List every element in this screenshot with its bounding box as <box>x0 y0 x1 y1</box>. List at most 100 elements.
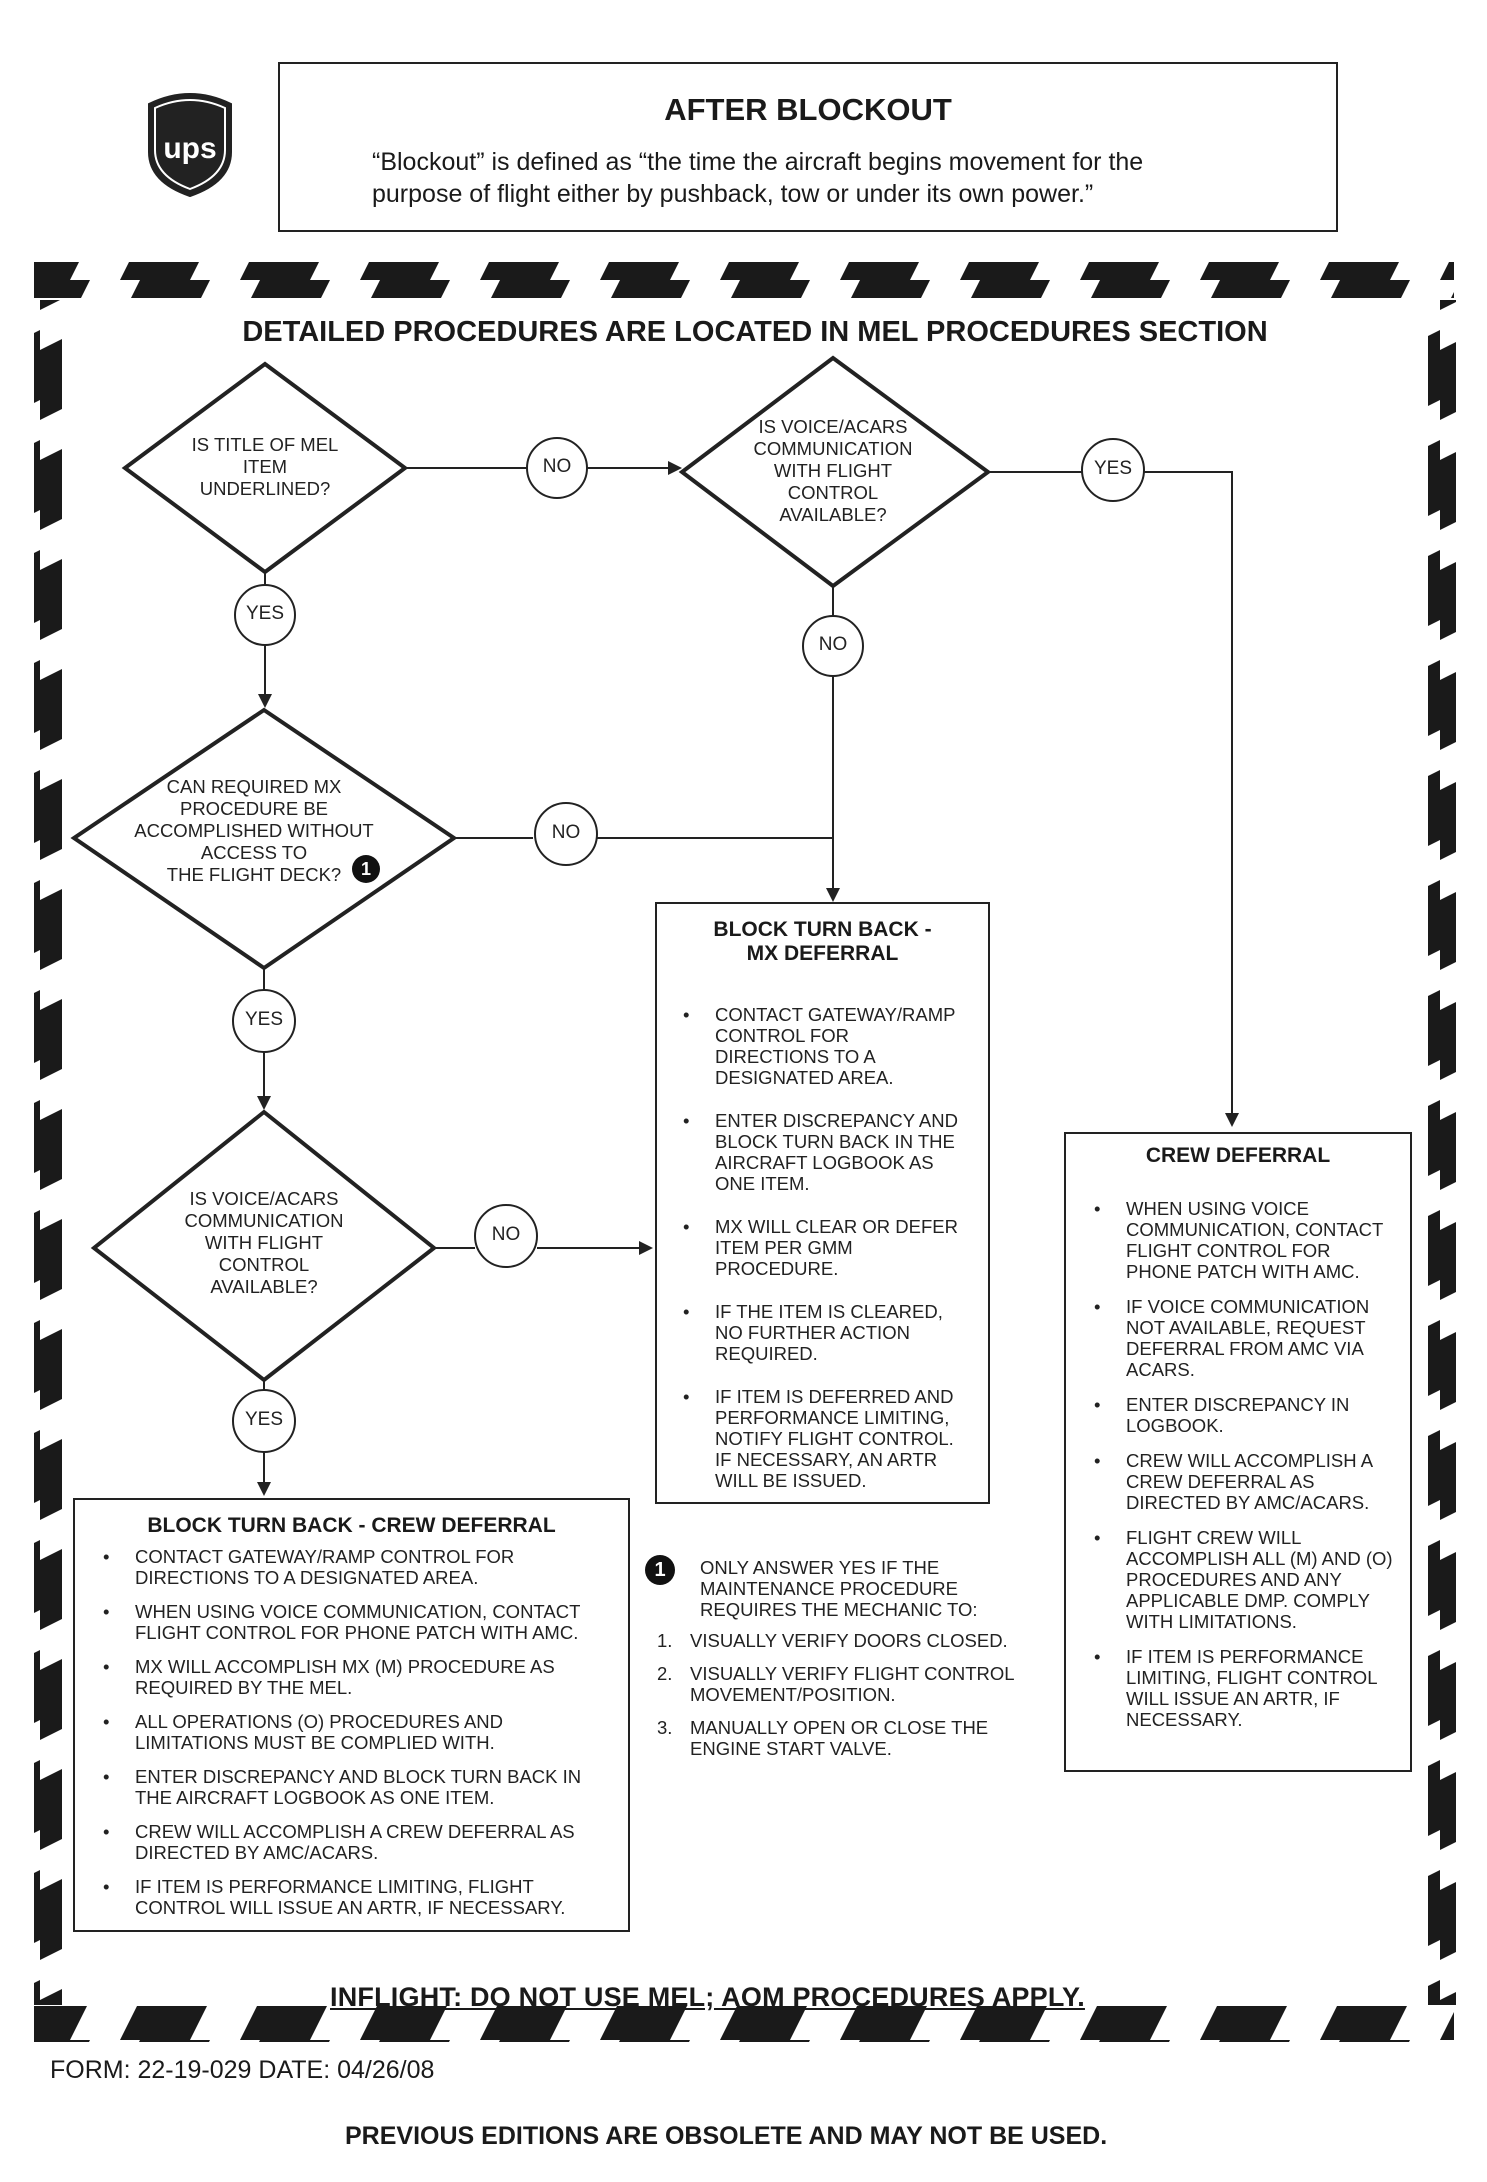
decision-text-line: IS VOICE/ACARS <box>758 416 908 437</box>
item-line: WHEN USING VOICE COMMUNICATION, CONTACT <box>135 1601 581 1622</box>
footnote-step: 1. VISUALLY VERIFY DOORS CLOSED. <box>657 1630 1050 1651</box>
item-line: DEFERRAL FROM AMC VIA <box>1126 1338 1364 1359</box>
decision-text-line: ACCOMPLISHED WITHOUT <box>134 820 374 841</box>
item-line: REQUIRED. <box>715 1343 818 1364</box>
step-number: 1. <box>657 1630 673 1651</box>
decision-text-line: CAN REQUIRED MX <box>166 776 342 797</box>
decision-text-line: IS TITLE OF MEL <box>191 434 339 455</box>
list-item: CONTACT GATEWAY/RAMP CONTROL FOR DIRECTI… <box>683 1004 975 1088</box>
item-line: FLIGHT CONTROL FOR PHONE PATCH WITH AMC. <box>135 1622 579 1643</box>
hazard-stripe-top <box>34 262 1454 298</box>
list-item: WHEN USING VOICE COMMUNICATION, CONTACT … <box>1094 1198 1406 1282</box>
decision-text-line: CONTROL <box>787 482 879 503</box>
list-item: IF THE ITEM IS CLEARED, NO FURTHER ACTIO… <box>683 1301 975 1364</box>
connector-yes-4 <box>232 1389 296 1453</box>
item-line: FLIGHT CONTROL FOR <box>1126 1240 1331 1261</box>
item-line: BLOCK TURN BACK IN THE <box>715 1131 955 1152</box>
step-line: VISUALLY VERIFY FLIGHT CONTROL <box>690 1663 1015 1684</box>
footnote-line: ONLY ANSWER YES IF THE <box>700 1557 940 1578</box>
decision-text-line: ITEM <box>242 456 288 477</box>
item-line: COMMUNICATION, CONTACT <box>1126 1219 1384 1240</box>
ups-logo: ups <box>145 90 235 200</box>
obsolete-notice: PREVIOUS EDITIONS ARE OBSOLETE AND MAY N… <box>345 2122 1108 2150</box>
list-item: ENTER DISCREPANCY AND BLOCK TURN BACK IN… <box>683 1110 975 1194</box>
step-line: ENGINE START VALVE. <box>690 1738 892 1759</box>
item-line: NECESSARY. <box>1126 1709 1243 1730</box>
block-crew-title: BLOCK TURN BACK - CREW DEFERRAL <box>147 1514 556 1537</box>
decision-text-line: IS VOICE/ACARS <box>189 1188 339 1209</box>
footnote-line: MAINTENANCE PROCEDURE <box>700 1578 958 1599</box>
list-item: MX WILL CLEAR OR DEFER ITEM PER GMM PROC… <box>683 1216 975 1279</box>
form-number-date: FORM: 22-19-029 DATE: 04/26/08 <box>50 2056 435 2084</box>
item-line: CONTROL WILL ISSUE AN ARTR, IF NECESSARY… <box>135 1897 566 1918</box>
item-line: REQUIRED BY THE MEL. <box>135 1677 353 1698</box>
step-line: VISUALLY VERIFY DOORS CLOSED. <box>690 1630 1008 1651</box>
item-line: CONTACT GATEWAY/RAMP CONTROL FOR <box>135 1546 515 1567</box>
item-line: DIRECTED BY AMC/ACARS. <box>135 1842 379 1863</box>
list-item: CREW WILL ACCOMPLISH A CREW DEFERRAL AS … <box>1094 1450 1406 1513</box>
decision-text-line: AVAILABLE? <box>210 1276 318 1297</box>
item-line: MX WILL ACCOMPLISH MX (M) PROCEDURE AS <box>135 1656 555 1677</box>
item-line: ENTER DISCREPANCY AND BLOCK TURN BACK IN <box>135 1766 582 1787</box>
item-line: LOGBOOK. <box>1126 1415 1224 1436</box>
item-line: ENTER DISCREPANCY AND <box>715 1110 958 1131</box>
item-line: MX WILL CLEAR OR DEFER <box>715 1216 958 1237</box>
logo-text: ups <box>163 132 216 165</box>
footnote: ONLY ANSWER YES IF THE MAINTENANCE PROCE… <box>700 1557 1040 1620</box>
hazard-stripe-left <box>34 300 62 2005</box>
connector-yes-1 <box>1081 438 1145 502</box>
crew-deferral-box: CREW DEFERRAL WHEN USING VOICE COMMUNICA… <box>1064 1132 1412 1772</box>
item-line: APPLICABLE DMP. COMPLY <box>1126 1590 1371 1611</box>
item-line: ONE ITEM. <box>715 1173 810 1194</box>
decision-text-line: COMMUNICATION <box>184 1210 344 1231</box>
block-turn-back-mx-deferral-box: BLOCK TURN BACK - MX DEFERRAL CONTACT GA… <box>655 902 990 1504</box>
list-item: CONTACT GATEWAY/RAMP CONTROL FOR DIRECTI… <box>103 1546 625 1588</box>
item-line: CONTROL FOR <box>715 1025 849 1046</box>
item-line: WITH LIMITATIONS. <box>1126 1611 1297 1632</box>
item-line: WHEN USING VOICE <box>1126 1198 1309 1219</box>
definition-line: “Blockout” is defined as “the time the a… <box>372 148 1144 176</box>
item-line: CREW DEFERRAL AS <box>1126 1471 1315 1492</box>
definition-line: purpose of flight either by pushback, to… <box>372 180 1094 208</box>
item-line: NOT AVAILABLE, REQUEST <box>1126 1317 1366 1338</box>
connector-no-3 <box>534 802 598 866</box>
item-line: NOTIFY FLIGHT CONTROL. <box>715 1428 954 1449</box>
connector-label: NO <box>542 456 572 477</box>
connector-yes-2 <box>234 584 296 646</box>
decision-text-line: ACCESS TO <box>200 842 308 863</box>
block-turn-back-crew-deferral-box: BLOCK TURN BACK - CREW DEFERRAL CONTACT … <box>73 1498 630 1932</box>
item-line: CREW WILL ACCOMPLISH A <box>1126 1450 1374 1471</box>
decision-text-line: WITH FLIGHT <box>204 1232 324 1253</box>
decision-text-line: THE FLIGHT DECK? <box>166 864 342 885</box>
item-line: ALL OPERATIONS (O) PROCEDURES AND <box>135 1711 504 1732</box>
list-item: IF ITEM IS DEFERRED AND PERFORMANCE LIMI… <box>683 1386 975 1491</box>
connector-label: YES <box>1093 458 1133 479</box>
decision-1-text: IS TITLE OF MEL ITEM UNDERLINED? <box>170 434 360 500</box>
footnote-line: REQUIRES THE MECHANIC TO: <box>700 1599 978 1620</box>
item-line: AIRCRAFT LOGBOOK AS <box>715 1152 934 1173</box>
crew-deferral-list: WHEN USING VOICE COMMUNICATION, CONTACT … <box>1094 1198 1406 1744</box>
connector-no-1 <box>526 437 588 499</box>
connector-no-2 <box>802 615 864 677</box>
item-line: PHONE PATCH WITH AMC. <box>1126 1261 1360 1282</box>
decision-text-line: WITH FLIGHT <box>773 460 893 481</box>
decision-2-text: IS VOICE/ACARS COMMUNICATION WITH FLIGHT… <box>723 416 943 526</box>
decision-text-line: PROCEDURE BE <box>179 798 329 819</box>
footnote-marker-icon: 1 <box>352 855 380 883</box>
item-line: CONTACT GATEWAY/RAMP <box>715 1004 956 1025</box>
item-line: DIRECTIONS TO A DESIGNATED AREA. <box>135 1567 479 1588</box>
step-line: MOVEMENT/POSITION. <box>690 1684 896 1705</box>
list-item: IF ITEM IS PERFORMANCE LIMITING, FLIGHT … <box>103 1876 625 1918</box>
inflight-warning: INFLIGHT: DO NOT USE MEL; AOM PROCEDURES… <box>330 1982 1085 2012</box>
connector-label: YES <box>245 603 285 624</box>
item-line: ITEM PER GMM <box>715 1237 853 1258</box>
connector-yes-3 <box>232 989 296 1053</box>
list-item: ENTER DISCREPANCY IN LOGBOOK. <box>1094 1394 1406 1436</box>
item-line: CREW WILL ACCOMPLISH A CREW DEFERRAL AS <box>135 1821 575 1842</box>
connector-label: NO <box>818 634 848 655</box>
item-line: THE AIRCRAFT LOGBOOK AS ONE ITEM. <box>135 1787 495 1808</box>
crew-deferral-title: CREW DEFERRAL <box>1145 1144 1331 1167</box>
connector-label: YES <box>244 1409 284 1430</box>
connector-label: NO <box>491 1224 521 1245</box>
